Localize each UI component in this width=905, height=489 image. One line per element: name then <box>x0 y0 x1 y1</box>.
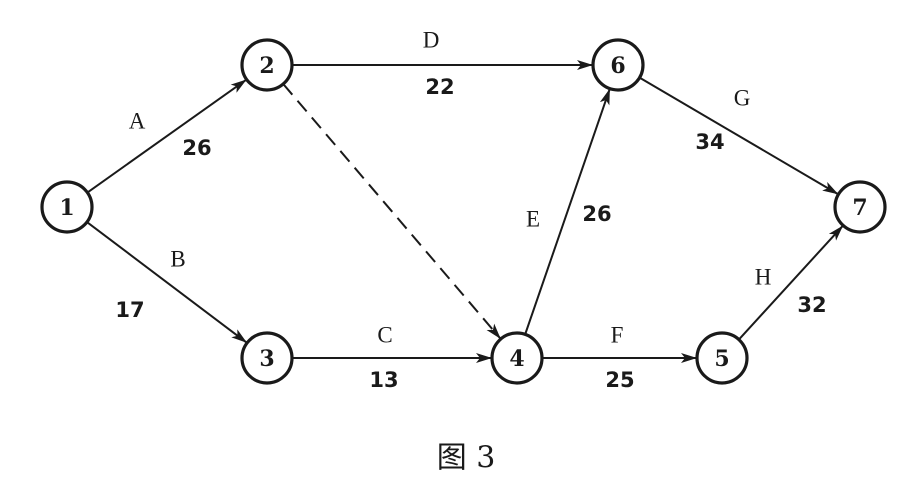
node-circle <box>591 38 645 92</box>
node-3: 3 <box>240 331 294 385</box>
activity-duration-d: 22 <box>425 75 454 99</box>
activity-arrow-a <box>86 79 247 194</box>
node-circle <box>695 331 749 385</box>
node-circle <box>40 180 94 234</box>
dummy-arrow-2-4 <box>282 83 501 339</box>
node-7: 7 <box>833 180 887 234</box>
node-1: 1 <box>40 180 94 234</box>
node-label: 5 <box>714 346 729 372</box>
activity-duration-e: 26 <box>582 202 611 226</box>
node-6: 6 <box>591 38 645 92</box>
node-label: 7 <box>852 195 867 221</box>
activity-duration-f: 25 <box>605 368 634 392</box>
node-label: 2 <box>259 53 274 79</box>
node-label: 4 <box>509 346 524 372</box>
node-circle <box>833 180 887 234</box>
activity-name-b: B <box>170 247 185 272</box>
node-label: 6 <box>610 53 625 79</box>
activity-name-d: D <box>423 28 440 53</box>
activity-duration-h: 32 <box>797 293 826 317</box>
activity-arrow-b <box>86 221 248 344</box>
activity-name-h: H <box>755 265 772 290</box>
edges-layer <box>86 60 844 363</box>
figure-caption: 图 3 <box>437 441 496 476</box>
node-label: 1 <box>59 195 74 221</box>
node-2: 2 <box>240 38 294 92</box>
activity-name-g: G <box>734 86 751 111</box>
activity-name-e: E <box>526 207 540 232</box>
node-circle <box>240 38 294 92</box>
activity-name-c: C <box>377 323 392 348</box>
activity-arrow-e <box>524 88 611 335</box>
node-5: 5 <box>695 331 749 385</box>
activity-duration-c: 13 <box>369 368 398 392</box>
node-circle <box>490 331 544 385</box>
activity-name-f: F <box>611 323 624 348</box>
activity-duration-a: 26 <box>182 136 211 160</box>
activity-arrow-g <box>639 76 839 195</box>
activity-arrow-h <box>738 225 844 341</box>
node-4: 4 <box>490 331 544 385</box>
activity-duration-g: 34 <box>695 130 724 154</box>
node-label: 3 <box>259 346 274 372</box>
activity-duration-b: 17 <box>115 298 144 322</box>
node-circle <box>240 331 294 385</box>
activity-name-a: A <box>129 109 146 134</box>
